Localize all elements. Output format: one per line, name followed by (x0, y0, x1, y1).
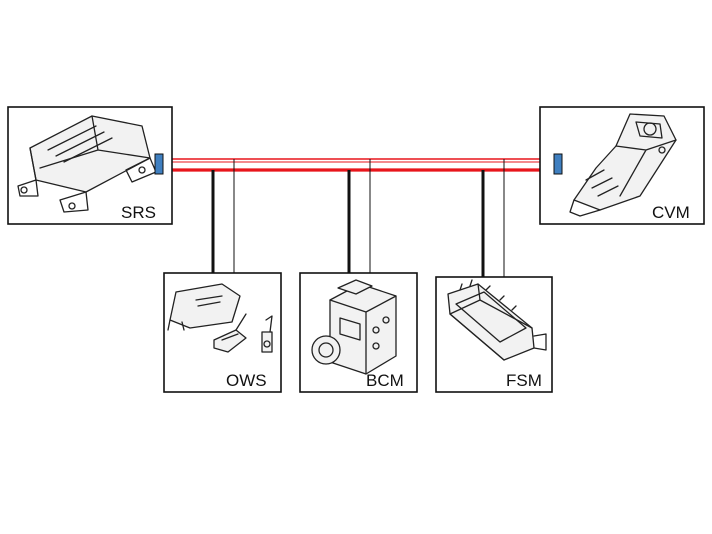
module-ows[interactable]: OWS (163, 272, 282, 393)
can-bus (162, 158, 556, 277)
occupant-weight-sensor-icon (167, 283, 273, 353)
module-cvm[interactable]: CVM (539, 106, 705, 225)
module-srs[interactable]: SRS (7, 106, 173, 225)
fsm-label: FSM (506, 371, 542, 390)
stub-bcm (347, 159, 371, 273)
bcm-label: BCM (366, 371, 404, 390)
ows-label: OWS (226, 371, 267, 390)
camera-vision-module-icon (569, 113, 677, 217)
stub-ows (211, 159, 235, 273)
front-sensing-module-icon (447, 279, 547, 361)
module-fsm[interactable]: FSM (435, 276, 553, 393)
cvm-terminator (553, 153, 563, 175)
srs-terminator (154, 153, 164, 175)
srs-label: SRS (121, 203, 156, 222)
brake-control-module-icon (311, 279, 397, 375)
cvm-label: CVM (652, 203, 690, 222)
module-bcm[interactable]: BCM (299, 272, 418, 393)
stub-fsm (481, 159, 505, 277)
